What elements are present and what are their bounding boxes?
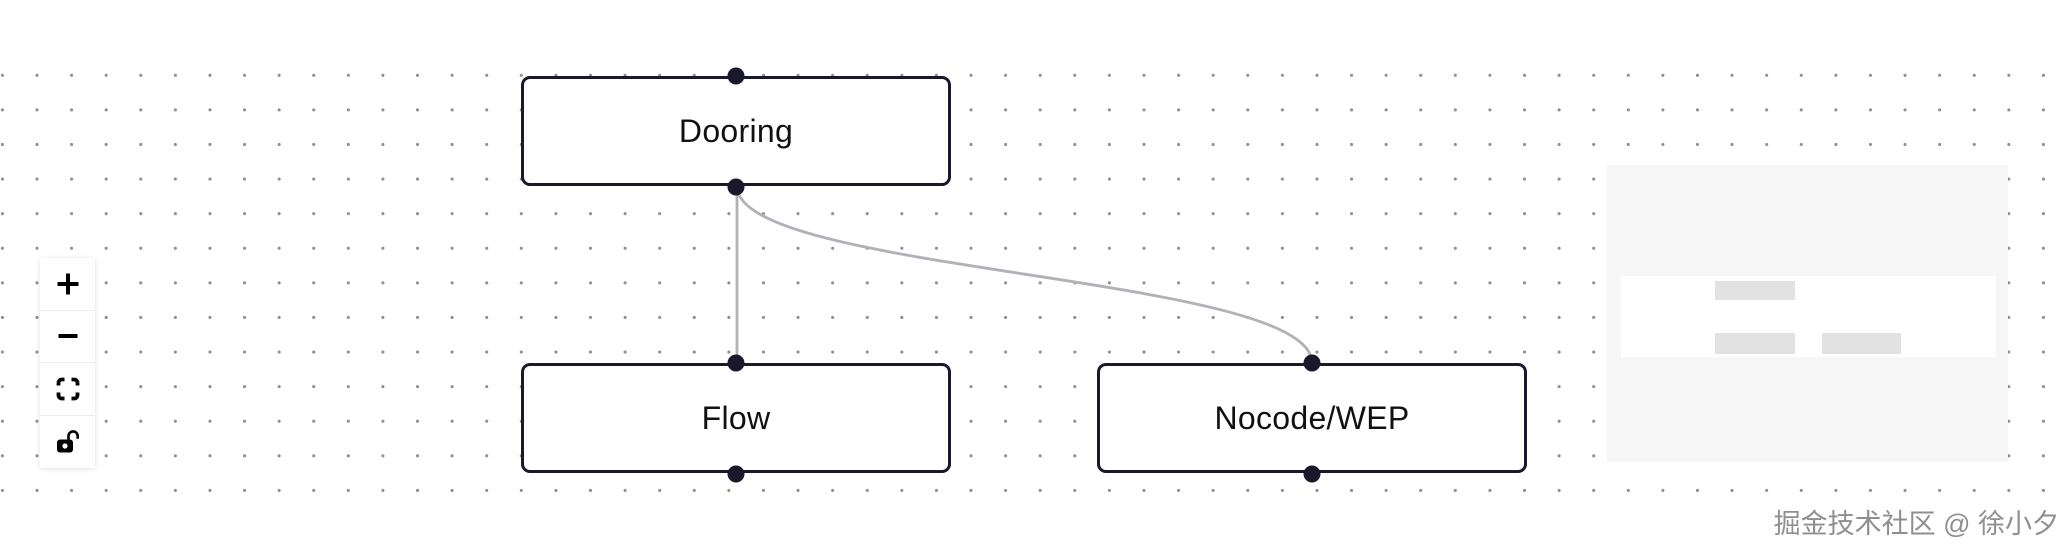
minus-icon	[54, 322, 82, 350]
minimap-node-flow	[1715, 333, 1795, 354]
node-dooring-label: Dooring	[678, 112, 794, 149]
node-dooring-target-handle[interactable]	[727, 67, 745, 84]
node-dooring[interactable]: Dooring	[521, 67, 951, 195]
toggle-interactivity-button[interactable]	[40, 415, 95, 468]
minimap[interactable]	[1607, 165, 2008, 462]
minimap-viewport-rect	[1621, 276, 1996, 357]
watermark-text: 掘金技术社区 @ 徐小夕	[1773, 509, 2059, 539]
edge-dooring-nocode[interactable]	[735, 185, 1314, 364]
zoom-in-button[interactable]	[40, 258, 95, 311]
zoom-out-button[interactable]	[40, 310, 95, 363]
plus-icon	[54, 270, 82, 298]
node-dooring-source-handle[interactable]	[727, 178, 745, 195]
node-nocode-wep-label: Nocode/WEP	[1214, 399, 1410, 436]
minimap-node-dooring	[1715, 281, 1795, 300]
minimap-node-nocode-wep	[1822, 333, 1901, 354]
node-flow-label: Flow	[701, 399, 771, 436]
node-flow-source-handle[interactable]	[727, 465, 745, 482]
fit-view-icon	[54, 375, 82, 403]
node-nocode-wep[interactable]: Nocode/WEP	[1097, 354, 1527, 482]
fit-view-button[interactable]	[40, 363, 95, 416]
node-nocode-wep-source-handle[interactable]	[1303, 465, 1321, 482]
node-flow[interactable]: Flow	[521, 354, 951, 482]
node-flow-target-handle[interactable]	[727, 354, 745, 371]
node-nocode-wep-target-handle[interactable]	[1303, 354, 1321, 371]
unlock-icon	[54, 428, 82, 456]
canvas-controls	[40, 258, 95, 468]
